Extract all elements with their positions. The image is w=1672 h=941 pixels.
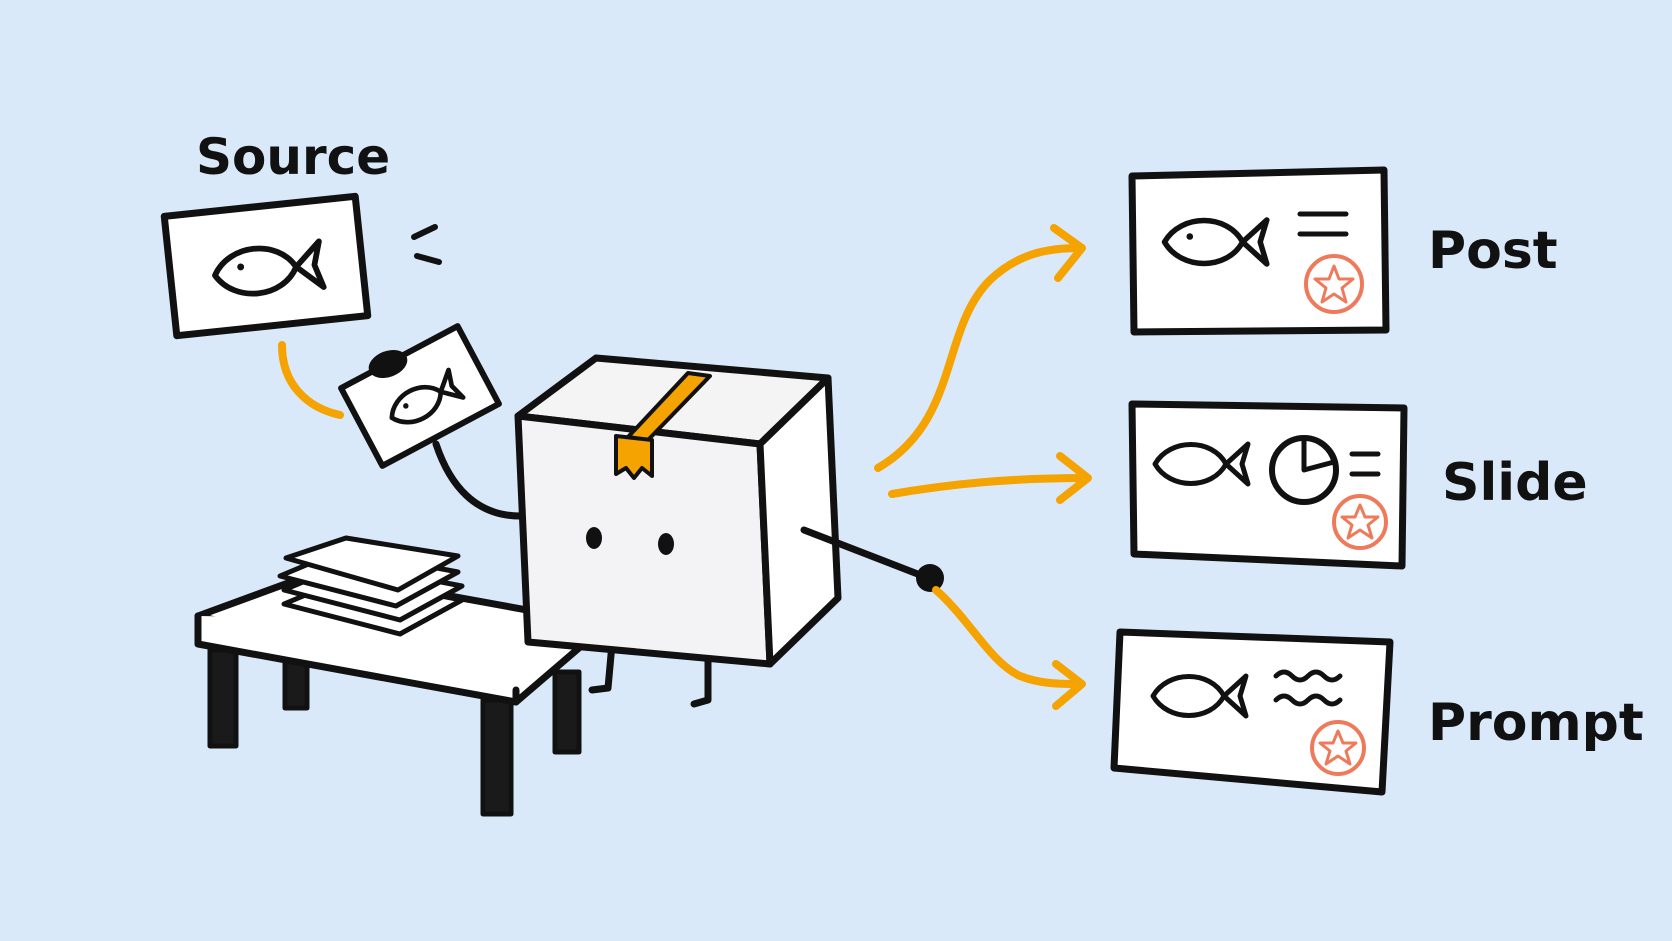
box-character-icon bbox=[514, 354, 944, 708]
output-label-post: Post bbox=[1428, 221, 1558, 281]
star-badge-icon bbox=[1310, 720, 1366, 776]
text-lines-icon bbox=[1349, 451, 1381, 477]
output-card-prompt: Prompt bbox=[1110, 628, 1644, 796]
wavy-lines-icon bbox=[1273, 669, 1343, 707]
output-label-prompt: Prompt bbox=[1428, 693, 1644, 753]
output-card-slide: Slide bbox=[1128, 400, 1588, 570]
held-card bbox=[338, 323, 502, 469]
fish-icon bbox=[1150, 673, 1249, 719]
character-left-arm bbox=[432, 440, 524, 520]
fish-icon bbox=[389, 367, 466, 425]
motion-lines-icon bbox=[411, 224, 442, 265]
fish-icon bbox=[1152, 441, 1251, 487]
pie-chart-icon bbox=[1269, 435, 1339, 505]
paper-stack bbox=[277, 535, 465, 637]
output-arrows bbox=[874, 224, 1092, 710]
arrow-to-post bbox=[874, 244, 1084, 472]
arrow-to-slide bbox=[888, 474, 1090, 498]
output-label-slide: Slide bbox=[1442, 453, 1588, 513]
source-group: Source bbox=[160, 128, 442, 419]
star-badge-icon bbox=[1332, 494, 1388, 550]
source-card bbox=[160, 192, 372, 340]
character-hand bbox=[368, 349, 408, 379]
fish-icon bbox=[212, 238, 327, 297]
output-card-post: Post bbox=[1128, 166, 1558, 336]
star-badge-icon bbox=[1304, 254, 1364, 314]
source-to-character-arrow bbox=[278, 341, 344, 419]
arrow-to-prompt bbox=[932, 586, 1084, 688]
source-label: Source bbox=[196, 128, 390, 186]
fish-icon bbox=[1161, 217, 1270, 267]
text-lines-icon bbox=[1297, 211, 1349, 237]
